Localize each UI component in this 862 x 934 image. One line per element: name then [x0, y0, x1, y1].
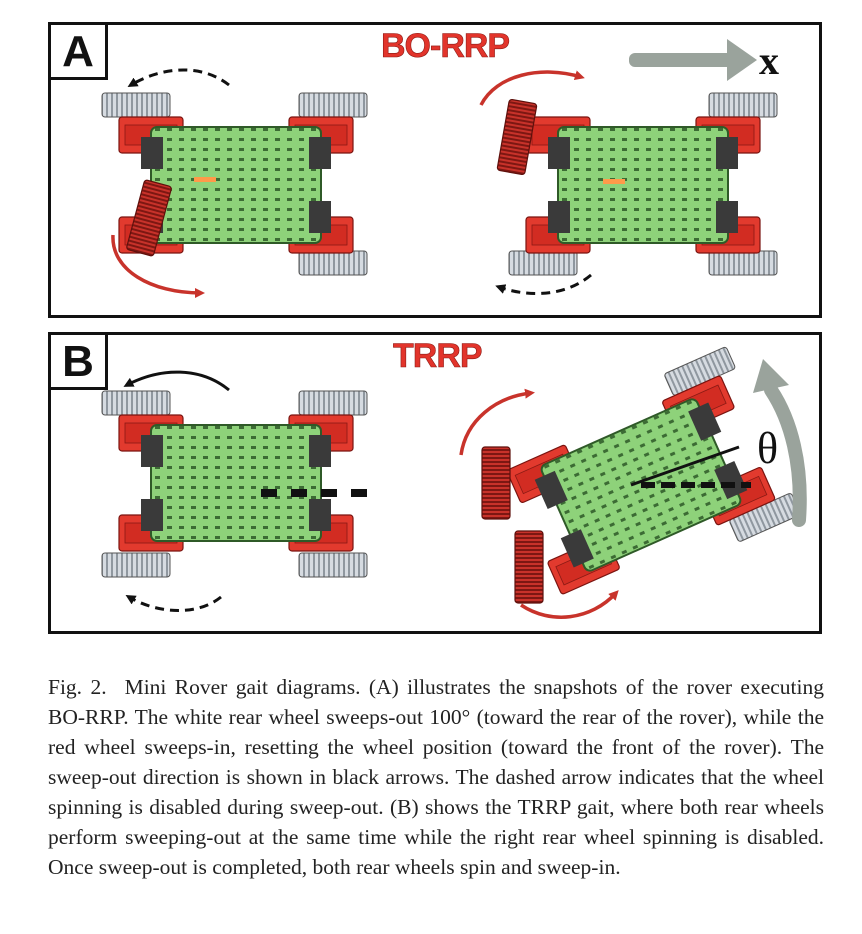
sweep-out-arrow-a-left [127, 68, 230, 88]
rotation-arrow-icon [753, 359, 807, 527]
direction-arrow-icon [629, 39, 757, 81]
gait-title: TRRP [393, 337, 483, 376]
red-wheel-a-left [126, 179, 172, 257]
red-wheel-b-top [481, 446, 511, 520]
panel-a-diagram [101, 39, 778, 298]
sweep-in-arrow-a-left [111, 234, 205, 298]
sweep-in-arrow-b-bottom [520, 590, 619, 619]
panel-label: A [48, 22, 108, 80]
sweep-out-arrow-b-bottom [125, 594, 222, 613]
sweep-in-arrow-a-right [479, 70, 585, 106]
rover-b-left [101, 390, 368, 578]
panel-b-diagram [101, 345, 807, 619]
sweep-out-arrow-a-right [495, 273, 592, 296]
rover-a-right [508, 92, 778, 276]
red-wheel-a-right [496, 98, 538, 176]
panel-a: A BO-RRP x [48, 22, 822, 318]
sweep-out-arrow-b-top [123, 370, 230, 392]
rover-a-left [101, 92, 368, 276]
figure-caption: Fig. 2.Mini Rover gait diagrams. (A) ill… [48, 672, 824, 882]
caption-text: Mini Rover gait diagrams. (A) illustrate… [48, 675, 825, 879]
gait-title: BO-RRP [381, 27, 511, 66]
red-wheel-b-bottom [514, 530, 544, 604]
heading-line [630, 445, 740, 487]
panel-b: B TRRP θ [48, 332, 822, 634]
figure-label: Fig. 2. [48, 675, 107, 699]
axis-label: x [759, 38, 779, 83]
sweep-in-arrow-b-top [459, 388, 535, 456]
angle-label: θ [757, 424, 779, 473]
panel-label: B [48, 332, 108, 390]
